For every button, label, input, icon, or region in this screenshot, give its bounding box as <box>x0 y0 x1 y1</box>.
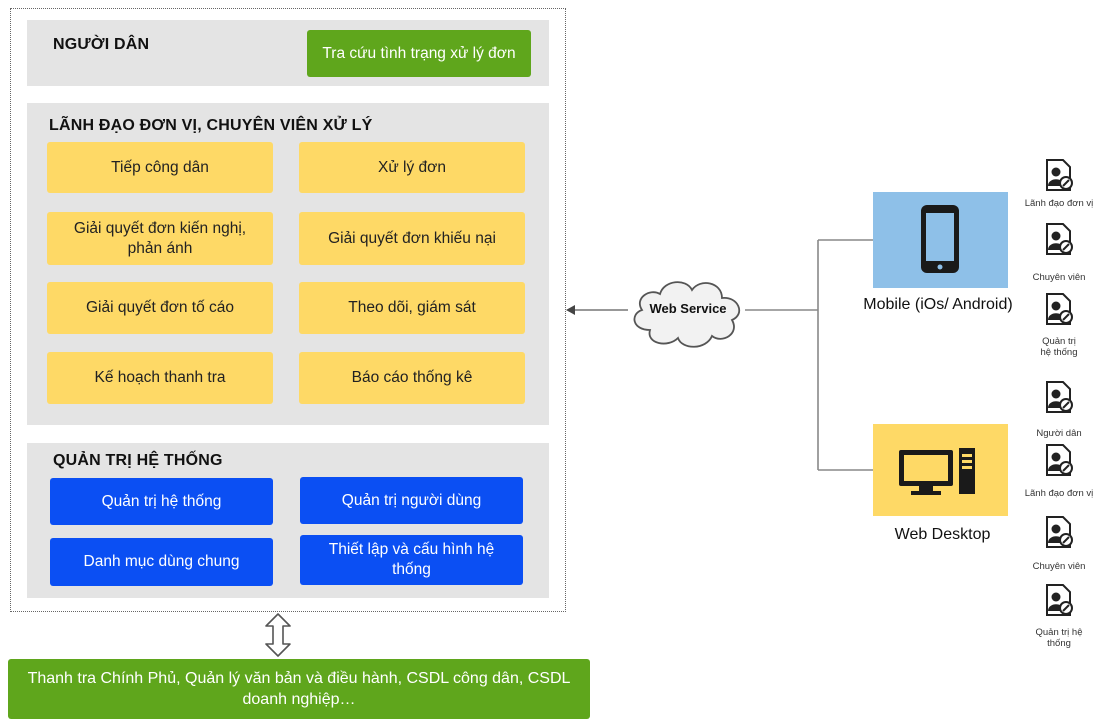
statistics-report-box[interactable]: Báo cáo thống kê <box>299 352 525 404</box>
smartphone-icon <box>921 205 959 273</box>
user-document-icon <box>1046 516 1073 548</box>
user-document-icon <box>1046 444 1073 476</box>
user-admin-box[interactable]: Quản trị người dùng <box>300 477 523 524</box>
user-label: Chuyên viên <box>1032 272 1086 283</box>
user-document-icon <box>1046 584 1073 616</box>
inspection-plan-box[interactable]: Kế hoạch thanh tra <box>47 352 273 404</box>
mobile-label: Mobile (iOs/ Android) <box>863 296 1013 313</box>
admin-title: QUẢN TRỊ HỆ THỐNG <box>53 452 223 469</box>
monitoring-box[interactable]: Theo dõi, giám sát <box>299 282 525 334</box>
user-label: Quản trị hệ thống <box>1035 627 1083 649</box>
user-document-icon <box>1046 293 1073 325</box>
lookup-status-button[interactable]: Tra cứu tình trạng xử lý đơn <box>307 30 531 77</box>
user-label: Lãnh đạo đơn vị <box>1024 198 1094 209</box>
user-document-icon <box>1046 159 1073 191</box>
user-label: Quản trị hệ thống <box>1040 336 1078 358</box>
reception-box[interactable]: Tiếp công dân <box>47 142 273 193</box>
user-document-icon <box>1046 381 1073 413</box>
system-admin-box[interactable]: Quản trị hệ thống <box>50 478 273 525</box>
web-service-label: Web Service <box>649 301 727 316</box>
integration-box[interactable]: Thanh tra Chính Phủ, Quản lý văn bản và … <box>8 659 590 719</box>
system-config-box[interactable]: Thiết lập và cấu hình hệ thống <box>300 535 523 585</box>
shared-catalog-box[interactable]: Danh mục dùng chung <box>50 538 273 586</box>
recommendation-resolution-box[interactable]: Giải quyết đơn kiến nghị, phản ánh <box>47 212 273 265</box>
user-label: Chuyên viên <box>1032 561 1086 572</box>
bidirectional-arrow-icon <box>265 613 291 657</box>
user-label: Lãnh đạo đơn vị <box>1024 488 1094 499</box>
cloud-icon <box>633 281 741 348</box>
denunciation-resolution-box[interactable]: Giải quyết đơn tố cáo <box>47 282 273 334</box>
desktop-label: Web Desktop <box>894 526 991 543</box>
system-boundary <box>10 8 566 612</box>
user-label: Người dân <box>1036 428 1082 439</box>
citizen-title: NGƯỜI DÂN <box>53 36 150 53</box>
user-document-icon <box>1046 223 1073 255</box>
petition-handling-box[interactable]: Xử lý đơn <box>299 142 525 193</box>
desktop-computer-icon <box>899 448 975 495</box>
complaint-resolution-box[interactable]: Giải quyết đơn khiếu nại <box>299 212 525 265</box>
processing-title: LÃNH ĐẠO ĐƠN VỊ, CHUYÊN VIÊN XỬ LÝ <box>49 117 373 134</box>
